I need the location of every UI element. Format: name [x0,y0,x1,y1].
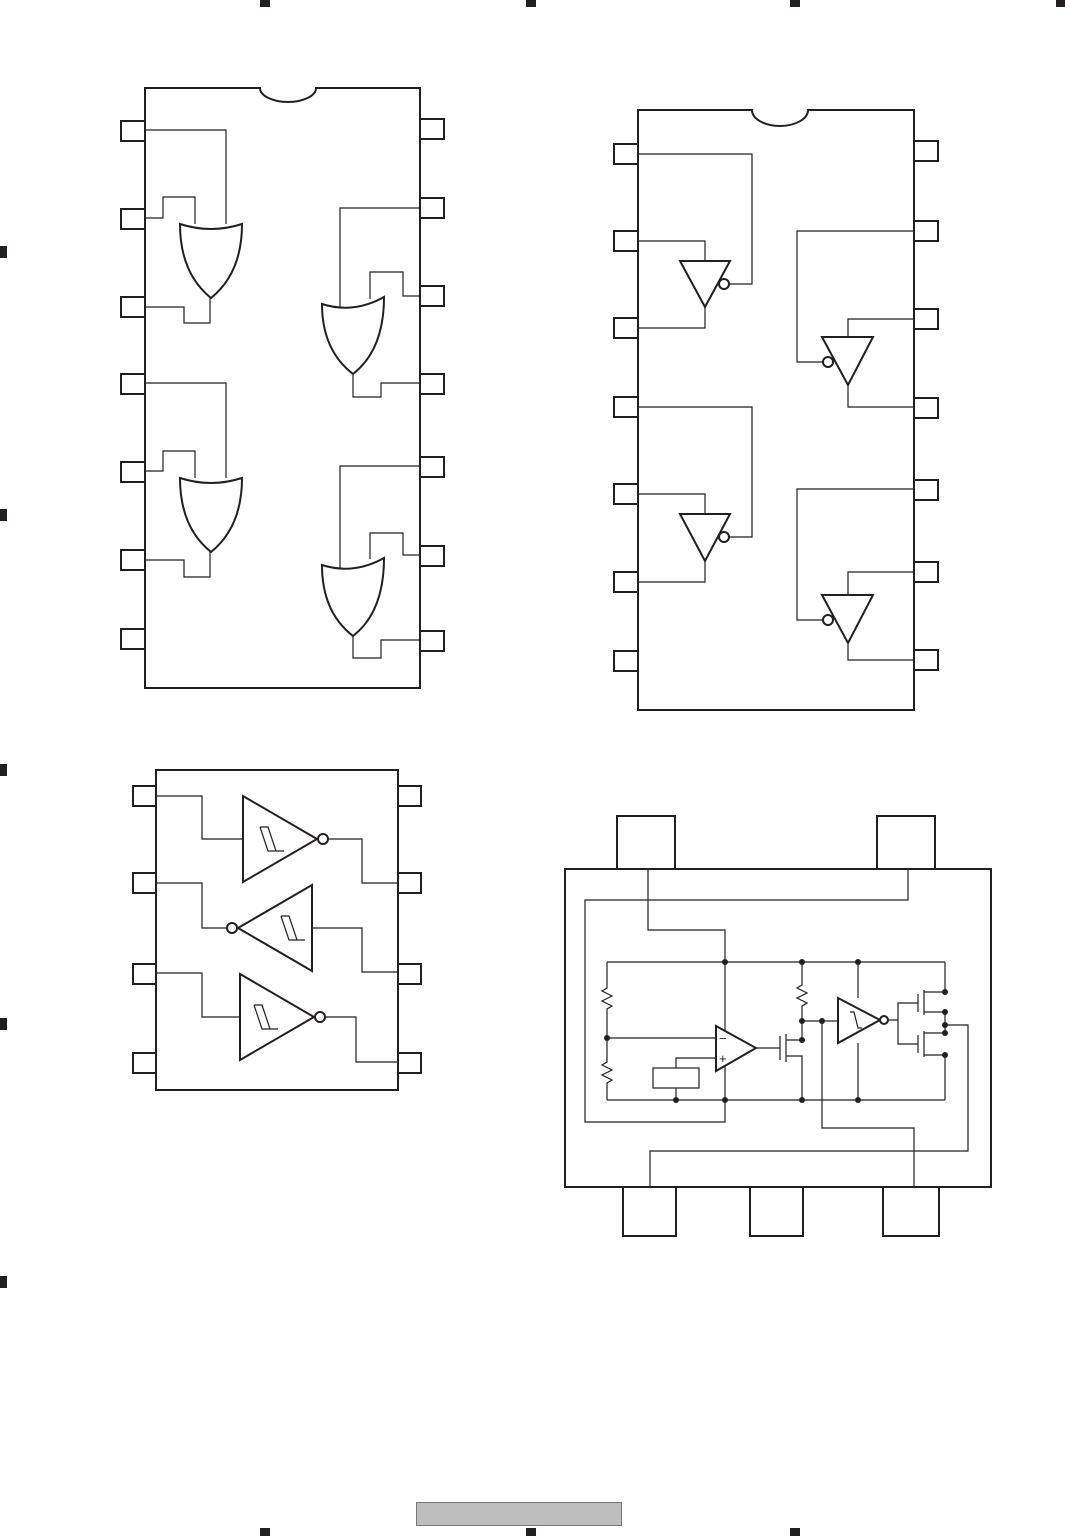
internal-wiring [585,869,968,1187]
left-pins [121,121,145,649]
or-gate [322,558,384,636]
bottom-pins [623,1187,939,1236]
ic-body [565,869,991,1187]
right-pins [420,119,444,651]
five-pin-regulator-ic: − + [565,816,991,1236]
wiring [638,154,914,660]
schmitt-inverter [240,974,325,1060]
triple-schmitt-inverter-ic [133,770,421,1090]
opamp-minus-sign: − [719,1031,727,1046]
quad-inverting-buffer-ic [614,110,938,710]
inverting-buffer [822,595,873,643]
top-pins [617,816,935,869]
ic-body [638,110,914,710]
inverting-buffer [680,261,730,307]
inverting-buffer [680,514,730,561]
right-pins [398,786,421,1073]
quad-or-gate-ic [121,88,444,688]
schmitt-inverter [227,885,312,971]
inverting-buffer [822,337,873,385]
footer-label-box [416,1502,622,1526]
right-pins [914,141,938,670]
or-gate [322,297,384,374]
schmitt-inverter [243,796,328,882]
left-pins [133,786,156,1073]
junction-dots [604,959,948,1103]
or-gate [180,224,242,298]
or-gate [180,478,242,552]
left-pins [614,144,638,671]
opamp-plus-sign: + [719,1051,727,1066]
